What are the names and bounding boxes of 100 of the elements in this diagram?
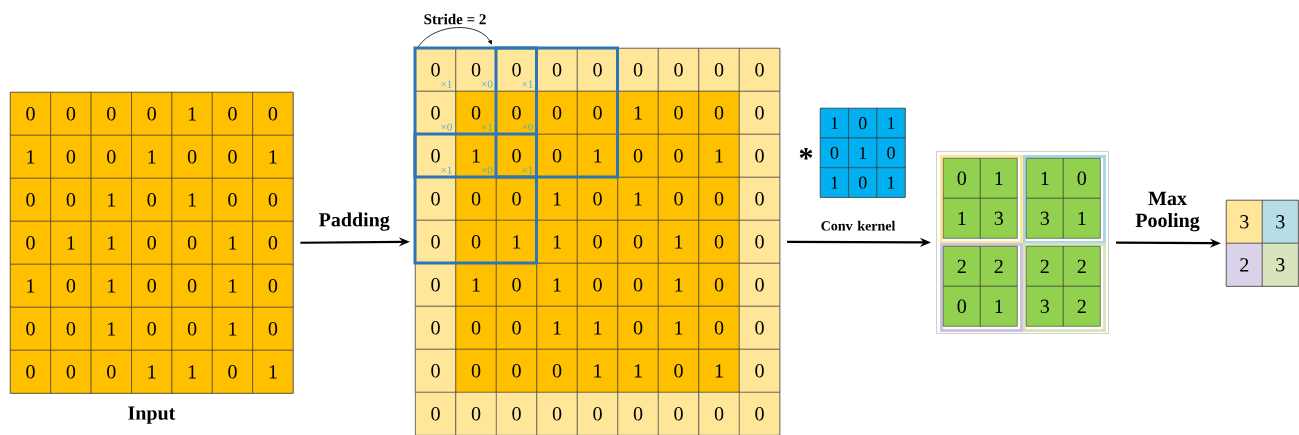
grid-cell: 0 (739, 263, 781, 307)
grid-cell: 0 (496, 177, 538, 221)
grid-cell: 1 (131, 135, 173, 179)
grid-cell: 2 (1063, 246, 1101, 287)
grid-cell: 0 (10, 92, 51, 136)
grid-cell: 0 (171, 307, 213, 351)
grid-cell: 0 (50, 264, 92, 308)
grid-cell: 0 (617, 306, 659, 350)
grid-cell: 0 (876, 137, 906, 168)
grid-cell: 0 (496, 392, 538, 435)
edge-label: Max Pooling (1135, 191, 1200, 232)
grid-cell: 0 (1063, 158, 1101, 199)
grid-cell: 1 (698, 349, 740, 393)
grid-cell: 0 (698, 263, 740, 307)
result-block (1023, 155, 1106, 244)
grid-cell: 0 (455, 220, 497, 264)
grid-cell: 0 (698, 392, 740, 435)
pooled-grid (1226, 200, 1299, 287)
grid-cell: 0 (536, 48, 578, 92)
grid-cell: 3 (1026, 286, 1064, 327)
grid-cell: 1 (212, 307, 253, 351)
weight-label: ×1 (441, 166, 452, 174)
grid-cell: 0 (252, 178, 294, 222)
grid-cell: 1 (658, 306, 700, 350)
grid-cell: 0 (90, 350, 132, 394)
grid-cell: 0 (415, 306, 457, 350)
grid-cell: 0 (131, 92, 173, 136)
grid-cell: 0 (50, 135, 92, 179)
grid-cell: 3 (1262, 243, 1299, 287)
grid-cell: 0 (658, 392, 700, 435)
grid-cell: 1 (617, 91, 659, 135)
grid-cell: 0 (455, 177, 497, 221)
grid-cell: 1 (252, 135, 294, 179)
grid-cell: 1 (536, 263, 578, 307)
grid-cell: 1 (658, 220, 700, 264)
grid-cell: 0 (577, 48, 619, 92)
grid-cell: 0 (415, 263, 457, 307)
grid-cell: 0 (10, 307, 51, 351)
grid-cell: 0 (131, 307, 173, 351)
grid-cell: 2 (1026, 246, 1064, 287)
grid-cell: 2 (980, 246, 1018, 287)
grid-cell: 0 (617, 263, 659, 307)
number-grid (10, 92, 294, 394)
grid-cell: 0 (698, 220, 740, 264)
grid-cell: 1 (577, 134, 619, 178)
grid-cell: 0 (171, 135, 213, 179)
grid-cell: 3 (1226, 200, 1263, 244)
grid-cell: 1 (455, 263, 497, 307)
grid-cell: 1 (617, 349, 659, 393)
result-grid (936, 151, 1109, 334)
grid-cell: 0 (536, 392, 578, 435)
grid-cell: 1 (171, 178, 213, 222)
grid-cell: 0 (212, 92, 253, 136)
grid-cell: 0 (50, 92, 92, 136)
grid-cell: 0 (496, 306, 538, 350)
weight-label: ×1 (441, 80, 452, 88)
grid-cell: 0 (131, 178, 173, 222)
grid-cell: 0 (90, 92, 132, 136)
grid-cell: 0 (415, 220, 457, 264)
grid-cell: 0 (617, 48, 659, 92)
convolution-sign: * (799, 148, 813, 160)
grid-cell: 0 (212, 135, 253, 179)
grid-cell: 1 (1063, 198, 1101, 239)
grid-cell: 0 (10, 221, 51, 265)
grid-cell: 0 (698, 91, 740, 135)
grid-cell: 1 (536, 220, 578, 264)
grid-cell: 0 (171, 264, 213, 308)
grid-cell: 1 (943, 198, 981, 239)
grid-cell: 0 (577, 177, 619, 221)
grid-cell: 1 (90, 264, 132, 308)
weight-label: ×1 (522, 166, 533, 174)
grid-cell: 0 (171, 221, 213, 265)
grid-cell: 0 (536, 91, 578, 135)
grid-cell: 3 (1026, 198, 1064, 239)
grid-cell: 2 (1226, 243, 1263, 287)
grid-cell: 0 (415, 392, 457, 435)
grid-cell: 0 (739, 220, 781, 264)
grid-cell: 0 (577, 263, 619, 307)
grid-cell: 1 (980, 286, 1018, 327)
grid-cell: 0 (415, 177, 457, 221)
grid-cell: 0 (252, 264, 294, 308)
padded-grid (415, 48, 781, 435)
stride-label: Stride = 2 (424, 13, 486, 25)
grid-cell: 0 (10, 178, 51, 222)
grid-cell: 1 (496, 220, 538, 264)
grid-cell: 1 (820, 108, 849, 139)
grid-cell: 1 (820, 167, 849, 198)
grid-cell: 0 (698, 177, 740, 221)
grid-cell: 0 (455, 306, 497, 350)
grid-cell: 0 (943, 158, 981, 199)
grid-cell: 1 (10, 135, 51, 179)
grid-cell: 0 (50, 307, 92, 351)
edge-label: Conv kernel (821, 220, 896, 231)
result-block (940, 155, 1023, 244)
grid-cell: 1 (1026, 158, 1064, 199)
grid-cell: 0 (212, 178, 253, 222)
grid-cell: 0 (739, 91, 781, 135)
grid-cell: 1 (212, 264, 253, 308)
grid-cell: 0 (131, 264, 173, 308)
grid-cell: 0 (658, 91, 700, 135)
